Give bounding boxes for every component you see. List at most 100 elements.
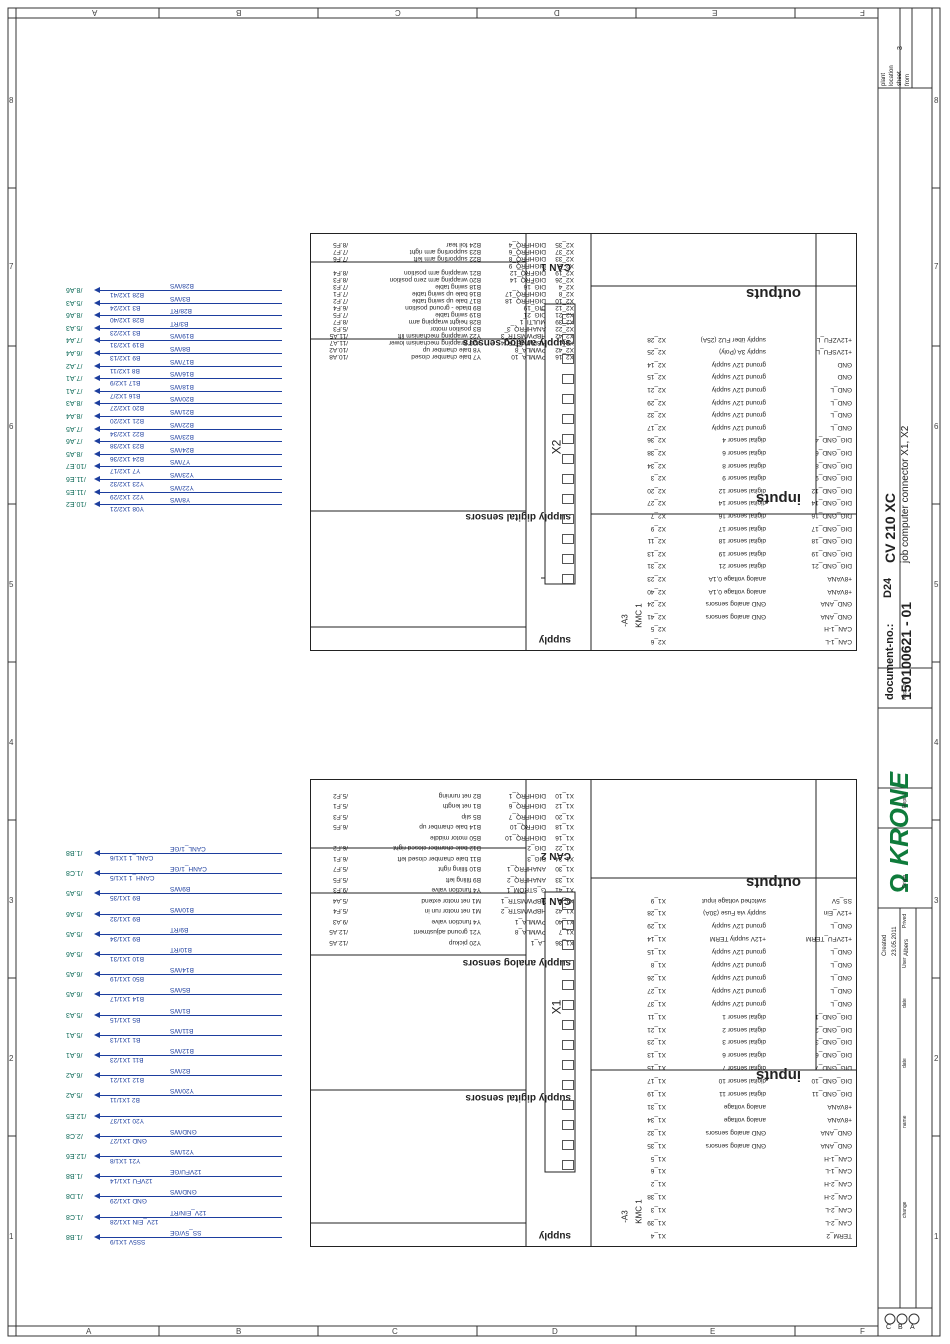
x2-wire-crossref[interactable]: /7.A6: [66, 437, 83, 445]
x2-wire-arrow-icon: [94, 324, 100, 331]
x1-connector-pin: [562, 1140, 574, 1150]
x1-wire-note: B9/RT: [170, 925, 189, 933]
x1-connector-pin: [562, 960, 574, 970]
x2-signal-name: GND: [837, 373, 852, 381]
x1-wire: [100, 1115, 282, 1117]
x1-pin-description: ground 12V supply: [711, 961, 766, 969]
x1-wire-crossref[interactable]: /5.A6: [66, 950, 83, 957]
x1-wire-crossref[interactable]: /12.E6: [66, 1152, 87, 1159]
x1-pin-number: X1_39: [647, 1219, 666, 1227]
x1-pin-number: X1_5: [650, 1154, 666, 1162]
x2-wire-crossref[interactable]: /7.A4: [66, 336, 83, 344]
x2-wire-crossref[interactable]: /8.A6: [66, 311, 83, 319]
x1-wire-crossref[interactable]: /12.E5: [66, 1111, 87, 1119]
x2-wire-crossref[interactable]: /7.A5: [66, 424, 83, 432]
x2-wire-crossref[interactable]: /8.A5: [66, 449, 83, 457]
x1-wire-crossref[interactable]: /6.A5: [66, 990, 83, 998]
x2-wire-crossref[interactable]: /6.A4: [66, 349, 83, 356]
x1-connector-pin: [562, 1160, 574, 1170]
x1-signal-name: CAN_1-H: [824, 1154, 852, 1162]
x2-wire-label: B3 1X2/23: [110, 328, 141, 336]
x2-wire-crossref[interactable]: /7.A1: [66, 374, 83, 382]
x1-wire-crossref[interactable]: /5.A5: [66, 889, 83, 897]
x1-io-pin: X1_10: [555, 792, 574, 799]
x2-pin-number: X2_20: [647, 486, 666, 494]
x2-wire-crossref[interactable]: /11.E6: [66, 475, 86, 482]
x1-wire-crossref[interactable]: /5.A3: [66, 1010, 83, 1018]
x1-wire-crossref[interactable]: /5.A6: [66, 909, 83, 917]
x2-wire-note: B3/WS: [170, 294, 191, 302]
x1-signal-name: GND_L: [830, 961, 852, 969]
x1-pin-number: X1_2: [650, 1180, 666, 1188]
col-marker: A: [86, 1327, 92, 1336]
x2-signal-name: DIG_GND_21: [811, 562, 852, 570]
x1-wire-label: B2 1X1/11: [110, 1096, 140, 1104]
x1-wire-arrow-icon: [94, 1092, 100, 1099]
x1-wire-crossref[interactable]: /1.D8: [66, 1192, 83, 1200]
x1-wire-crossref[interactable]: /5.A2: [66, 1091, 83, 1099]
x1-io-signal: DIGHFRQ_1: [508, 792, 546, 799]
x1-wire-crossref[interactable]: /5.A1: [66, 1030, 83, 1038]
x1-wire-crossref[interactable]: /1.B8: [66, 1172, 83, 1180]
created-label: Created: [882, 934, 888, 956]
x1-wire-crossref[interactable]: /6.A5: [66, 970, 83, 978]
x2-io-signal: DIGHFRQ_8: [508, 255, 546, 262]
x2-wire: [100, 340, 282, 342]
x2-wire-crossref[interactable]: /10.E2: [66, 500, 87, 508]
x1-wire-crossref[interactable]: /1.B8: [66, 849, 83, 856]
x1-wire-crossref[interactable]: /2.C8: [66, 1131, 83, 1139]
x2-wire-crossref[interactable]: /7.A1: [66, 386, 83, 394]
x2-wire-label: Y23 1X2/32: [110, 480, 144, 487]
x2-wire-label: B28 1X2/40: [110, 316, 144, 324]
x2-io-desc: B24 foil tear: [446, 241, 481, 248]
x2-io-desc: B28 height wrapping arm: [408, 318, 481, 325]
title-block-lines: [878, 8, 932, 1325]
x2-wire-note: Y8/WS: [170, 496, 191, 504]
x1-wire-crossref[interactable]: /1.B8: [66, 1232, 83, 1240]
x2-wire-crossref[interactable]: /7.A2: [66, 361, 83, 369]
tb-col-label: Prived: [902, 913, 908, 928]
x2-io-desc: B3 position motor: [430, 325, 481, 332]
x1-io-ref: /6.F1: [333, 855, 348, 862]
x1-pin-description: digital sensor 1: [722, 1012, 766, 1020]
x1-pin-description: digital sensor 6: [722, 1051, 766, 1059]
x2-wire: [100, 479, 282, 480]
x1-wire-label: B9 1X1/35: [110, 894, 141, 902]
x1-pin-description: digital sensor 3: [722, 1038, 766, 1046]
x1-wire-crossref[interactable]: /6.A2: [66, 1071, 83, 1079]
x1-pin-number: X1_23: [647, 1038, 666, 1046]
row-marker: 7: [9, 262, 14, 271]
x2-pin-description: digital sensor 16: [718, 512, 766, 519]
x2-pin-number: X2_25: [647, 348, 666, 356]
x1-wire-crossref[interactable]: /1.C8: [66, 1212, 83, 1220]
x1-wire-crossref[interactable]: /6.A1: [66, 1051, 83, 1058]
x2-wire-label: B22 1X2/34: [110, 429, 144, 437]
x2-wire-crossref[interactable]: /8.A3: [66, 399, 83, 407]
x2-wire-crossref[interactable]: /10.E7: [66, 462, 87, 470]
x2-signal-name: DIG_GND_4: [815, 436, 852, 444]
x2-io-pin: X2_19: [555, 269, 574, 276]
x1-wire: [100, 1034, 282, 1036]
x2-wire-crossref[interactable]: /5.A3: [66, 323, 83, 331]
x1-io-ref: /5.A4: [332, 897, 348, 904]
x2-wire-crossref[interactable]: /5.A3: [66, 298, 83, 306]
x1-connector-pin: [562, 900, 574, 910]
x2-wire-crossref[interactable]: /8.A6: [66, 286, 83, 293]
x2-wire-crossref[interactable]: /11.E5: [66, 487, 86, 495]
x1-signal-name: DIG_GND_10: [811, 1077, 852, 1085]
x2-pin-number: X2_32: [647, 411, 666, 419]
x1-signal-name: GND_L: [830, 974, 852, 981]
x2-wire-crossref[interactable]: /8.A4: [66, 412, 83, 419]
x2-pin-description: ground 12V supply: [711, 373, 766, 381]
x1-wire-crossref[interactable]: /5.A5: [66, 929, 83, 937]
x1-wire-arrow-icon: [94, 1153, 100, 1159]
x1-wire-crossref[interactable]: /1.C8: [66, 869, 83, 877]
